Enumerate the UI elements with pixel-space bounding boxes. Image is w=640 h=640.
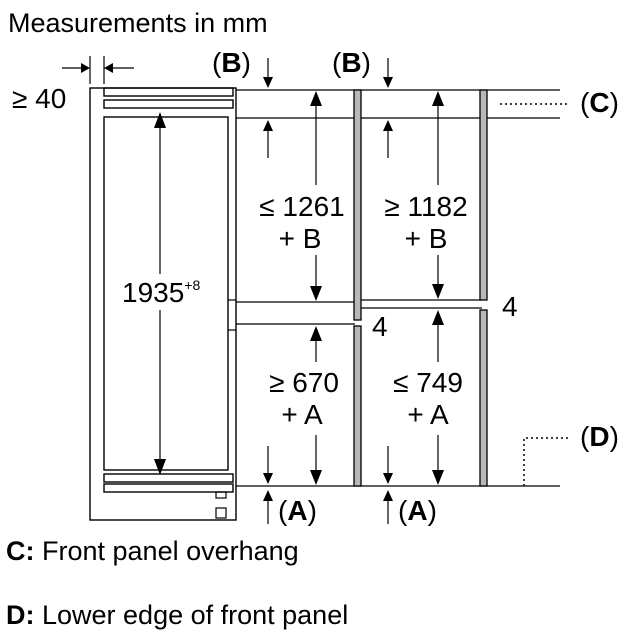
label-a-right: (A) [398, 495, 437, 526]
legend-d: D: Lower edge of front panel [6, 600, 348, 631]
legend-c: C: Front panel overhang [6, 536, 299, 567]
lower-left-dimension-arrow [310, 326, 322, 485]
upper-right-suffix: + B [405, 223, 448, 254]
b-up-arrows [263, 120, 393, 158]
legend-d-key: D: [6, 600, 35, 630]
gap-right-label: 4 [502, 291, 518, 322]
lower-right-suffix: + A [407, 399, 449, 430]
lower-left-suffix: + A [281, 399, 323, 430]
label-a-left: (A) [278, 495, 317, 526]
legend-d-text: Lower edge of front panel [34, 600, 349, 630]
label-b-left: (B) [212, 47, 251, 78]
a-right-arrows [383, 446, 393, 524]
b-right-arrow [383, 58, 393, 88]
a-left-arrows [263, 446, 273, 524]
reference-lines [236, 89, 560, 487]
d-leader [523, 437, 570, 486]
upper-front-panel-left [353, 89, 362, 321]
label-c: (C) [580, 87, 619, 118]
lower-left-value: ≥ 670 [269, 367, 339, 398]
upper-left-dimension-arrow [310, 91, 322, 301]
diagram-title: Measurements in mm [8, 8, 268, 38]
lower-right-dimension-arrow [432, 310, 444, 485]
upper-left-suffix: + B [279, 223, 322, 254]
label-b-right: (B) [332, 47, 371, 78]
upper-right-value: ≥ 1182 [384, 191, 467, 222]
appliance-body [89, 87, 237, 521]
lower-front-panel-right [479, 309, 488, 487]
upper-front-panel-right [479, 89, 488, 301]
gap-left-label: 4 [372, 311, 388, 342]
upper-left-value: ≤ 1261 [259, 191, 344, 222]
label-d: (D) [580, 421, 619, 452]
b-left-arrow [263, 58, 273, 88]
lower-right-value: ≤ 749 [393, 367, 463, 398]
side-gap-label: ≥ 40 [12, 83, 66, 114]
side-gap-dimension [62, 56, 134, 84]
front-panels [353, 89, 488, 487]
legend-c-text: Front panel overhang [34, 536, 299, 566]
lower-front-panel-left [353, 325, 362, 487]
legend-c-key: C: [6, 536, 35, 566]
height-main-label: 1935+8 [122, 277, 200, 308]
upper-right-dimension-arrow [432, 91, 444, 299]
